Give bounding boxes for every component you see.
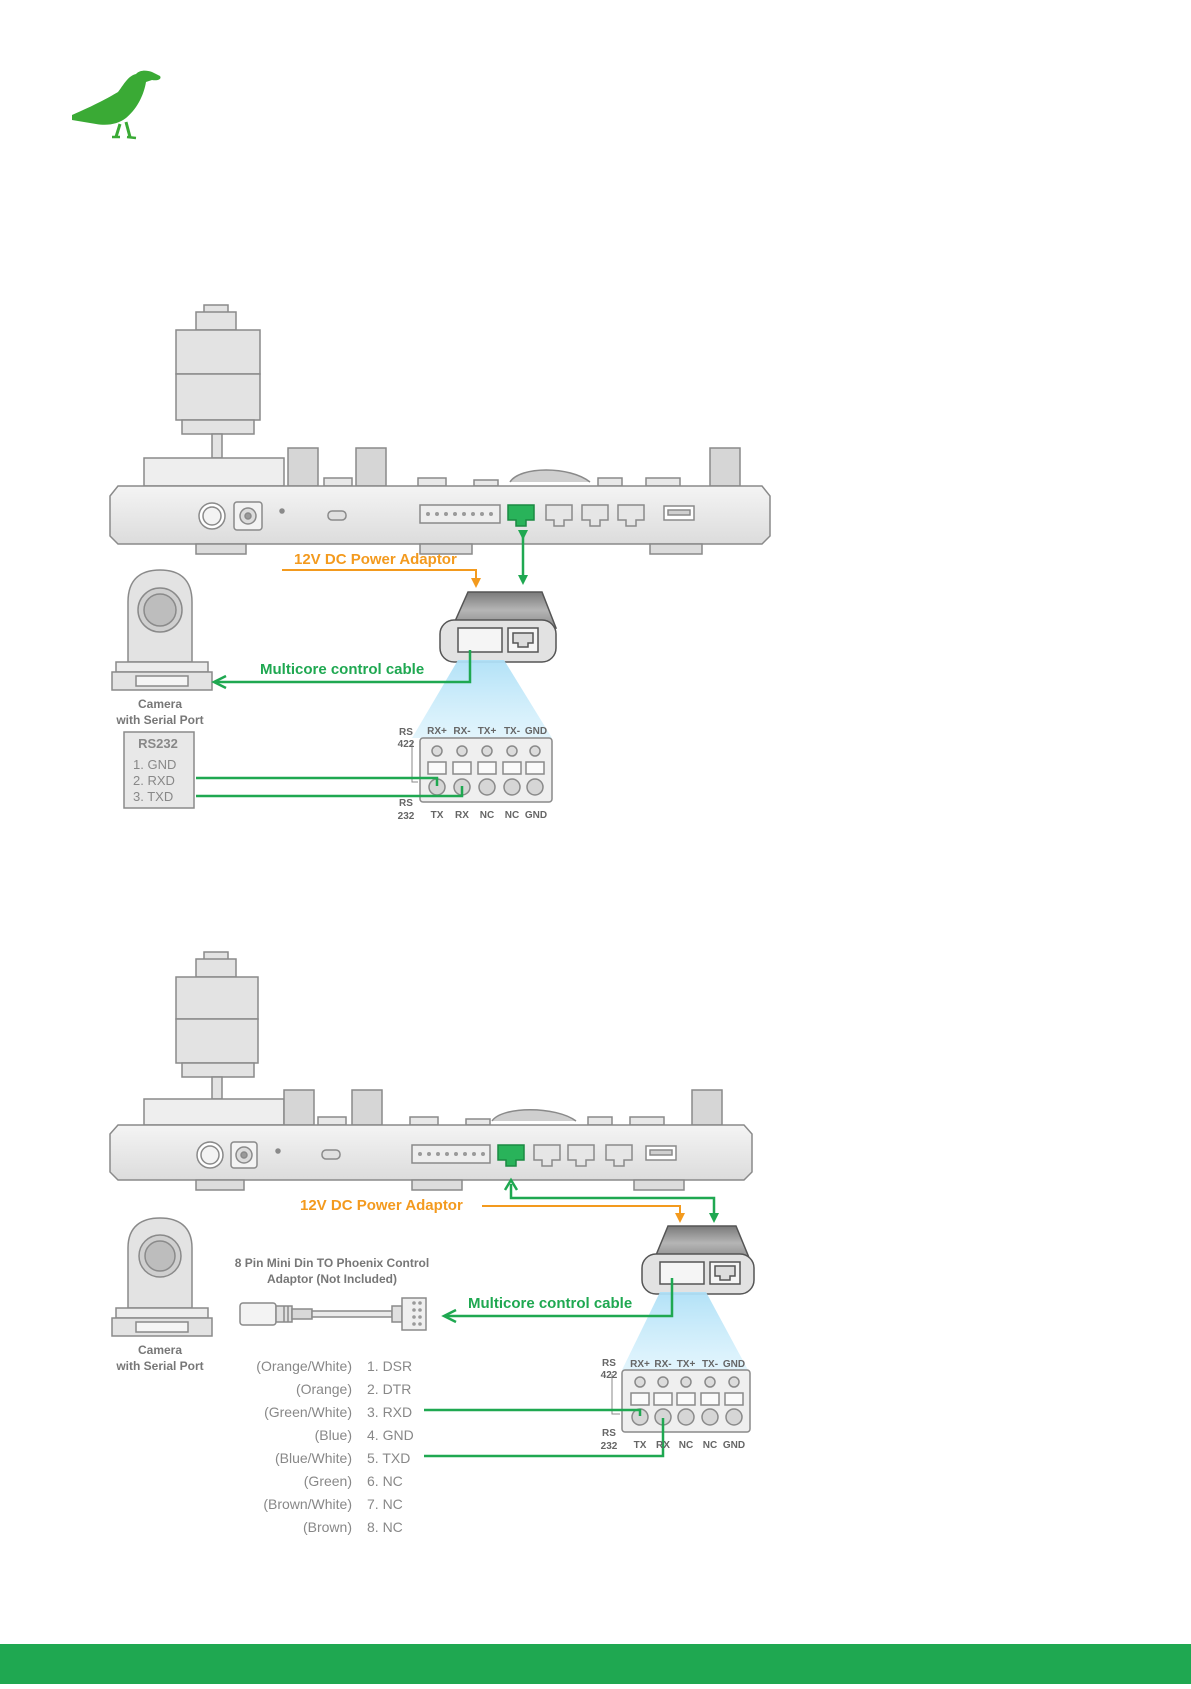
rxd-wire [196,776,439,786]
ptz-controller [109,1089,753,1191]
terminal-bottom-label: RX [656,1440,670,1451]
terminal-top-label: GND [723,1359,745,1370]
rs232-label: RS [602,1428,616,1439]
diagram-2 [109,951,755,1458]
rs232-pin: 3. TXD [133,789,173,804]
zoom-beam [622,1292,748,1370]
camera-label-sub: with Serial Port [115,713,203,727]
terminal-bottom-label: NC [505,810,519,821]
terminal-bottom-label: NC [703,1440,717,1451]
pinout-pin: 7. NC [367,1496,403,1512]
txd-wire [424,1418,665,1458]
pinout-wire-color: (Orange/White) [256,1358,352,1374]
terminal-top-label: TX+ [478,726,497,737]
ethernet-link [509,1184,719,1223]
rj45-port-active [507,504,535,527]
ptz-joystick [175,304,261,459]
ptz-camera [111,1217,213,1337]
txd-wire [196,786,464,798]
terminal-top-label: TX+ [677,1359,696,1370]
adaptor-label-sub: Adaptor (Not Included) [267,1272,397,1286]
rs232-pin: 1. GND [133,757,176,772]
rs422-label: RS [399,727,413,738]
terminal-bottom-label: NC [679,1440,693,1451]
rs232-label: 232 [601,1441,618,1452]
rs232-label: 232 [398,811,415,822]
camera-label: Camera [138,1343,182,1357]
terminal-top-label: TX- [504,726,520,737]
power-adaptor-label: 12V DC Power Adaptor [300,1197,463,1214]
wiring-lines-1 [196,530,528,798]
rj45-port-active [497,1144,525,1167]
multicore-cable-label: Multicore control cable [468,1295,632,1312]
terminal-bottom-label: TX [431,810,444,821]
terminal-bottom-label: RX [455,810,469,821]
phoenix-terminal-block [611,1369,751,1433]
rs422-label: RS [602,1358,616,1369]
pinout-wire-color: (Green/White) [264,1404,352,1420]
multicore-cable [444,1278,674,1318]
bird-logo-icon [72,70,161,140]
adaptor-label: 8 Pin Mini Din TO Phoenix Control [235,1256,429,1270]
power-wire [282,569,481,588]
wiring-lines-2 [424,1177,719,1458]
pinout-pin: 8. NC [367,1519,403,1535]
pinout-wire-color: (Brown/White) [263,1496,352,1512]
power-wire [482,1205,685,1223]
terminal-top-label: RX- [453,726,470,737]
serial-converter-box [641,1225,755,1295]
terminal-top-label: TX- [702,1359,718,1370]
pinout-pin: 6. NC [367,1473,403,1489]
pinout-wire-color: (Orange) [296,1381,352,1397]
camera-label: Camera [138,697,182,711]
terminal-top-label: RX- [654,1359,671,1370]
zoom-beam [412,660,552,738]
ptz-controller [109,447,771,555]
rs232-box-title: RS232 [138,736,178,751]
terminal-top-label: RX+ [630,1359,650,1370]
pinout-wire-color: (Blue) [315,1427,352,1443]
pinout-pin: 5. TXD [367,1450,410,1466]
ptz-camera [111,569,213,691]
rs232-label: RS [399,798,413,809]
ptz-joystick [175,951,259,1100]
camera-label-sub: with Serial Port [115,1359,203,1373]
pinout-pin: 4. GND [367,1427,414,1443]
rs422-label: 422 [398,739,415,750]
pinout-pin: 3. RXD [367,1404,412,1420]
terminal-bottom-label: GND [723,1440,745,1451]
multicore-cable-label: Multicore control cable [260,661,424,678]
terminal-top-label: GND [525,726,547,737]
phoenix-terminal-block [411,737,553,803]
terminal-bottom-label: GND [525,810,547,821]
pinout-pin: 1. DSR [367,1358,412,1374]
terminal-top-label: RX+ [427,726,447,737]
terminal-bottom-label: TX [634,1440,647,1451]
serial-converter-box [439,591,558,663]
pinout-pin: 2. DTR [367,1381,411,1397]
terminal-bottom-label: NC [480,810,494,821]
rxd-wire [424,1408,642,1416]
pinout-wire-color: (Brown) [303,1519,352,1535]
rs232-pin-box [123,731,195,809]
multicore-cable [214,650,472,684]
footer-bar [0,1644,1191,1684]
pinout-wire-color: (Blue/White) [275,1450,352,1466]
mini-din-adaptor-cable [239,1297,427,1331]
diagram-1 [109,304,771,809]
power-adaptor-label: 12V DC Power Adaptor [294,551,457,568]
pinout-wire-color: (Green) [304,1473,352,1489]
rs422-label: 422 [601,1370,618,1381]
rs232-pin: 2. RXD [133,773,175,788]
